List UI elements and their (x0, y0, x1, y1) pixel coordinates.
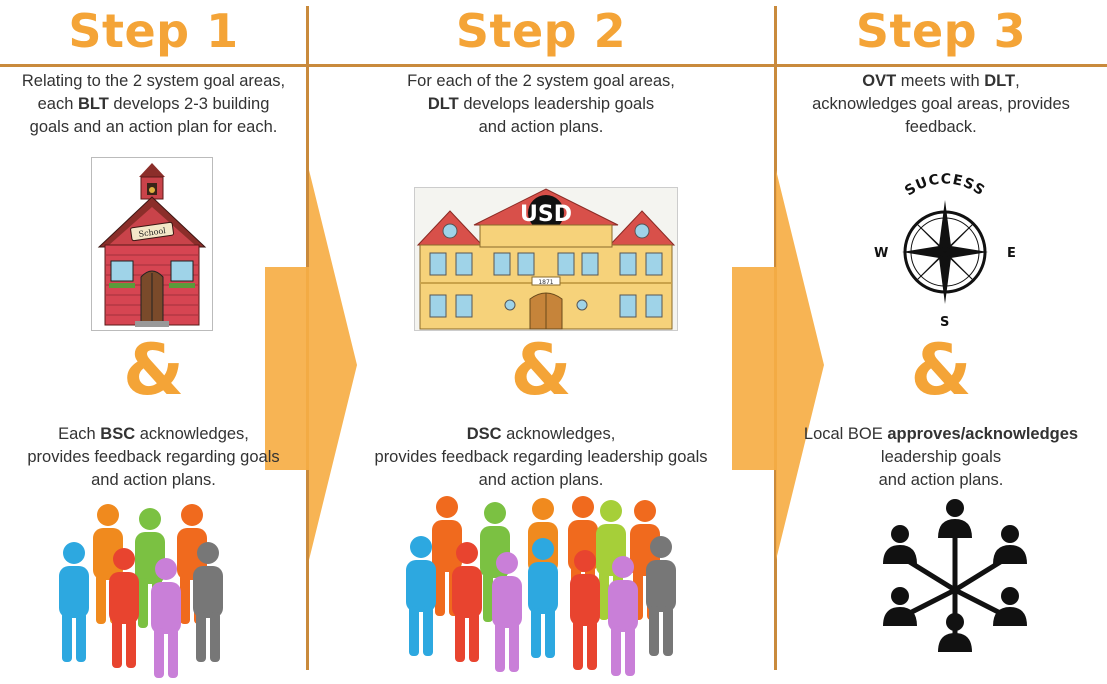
text-line: and action plans. (775, 469, 1107, 492)
text-line: DSC acknowledges, (307, 423, 775, 446)
text-segment: each (37, 95, 78, 113)
text-segment: provides feedback regarding leadership g… (374, 448, 708, 466)
text-line: goals and an action plan for each. (0, 116, 307, 139)
person-figure (109, 548, 139, 668)
text-line: leadership goals (775, 446, 1107, 469)
text-line: provides feedback regarding goals (0, 446, 307, 469)
text-segment: Relating to the 2 system goal areas, (21, 72, 286, 90)
text-line: and action plans. (307, 116, 775, 139)
school-sign-text: School (138, 226, 167, 239)
text-segment: Each (58, 425, 101, 443)
header-divider-2 (307, 64, 775, 67)
text-line: feedback. (775, 116, 1107, 139)
step-2-description: For each of the 2 system goal areas, DLT … (307, 70, 775, 139)
step-2-title: Step 2 (455, 4, 627, 58)
district-building-image: USD 1871 (414, 187, 678, 331)
network-person (993, 525, 1027, 564)
text-line: Each BSC acknowledges, (0, 423, 307, 446)
person-figure (193, 542, 223, 662)
text-segment: , (1015, 72, 1020, 90)
text-segment: and action plans. (91, 471, 216, 489)
flow-arrow-2 (732, 170, 824, 560)
person-figure (492, 552, 522, 672)
text-line: each BLT develops 2-3 building (0, 93, 307, 116)
text-segment: develops 2-3 building (108, 95, 270, 113)
school-house-image: School (91, 157, 213, 331)
bold-term: DLT (427, 95, 459, 113)
bold-term: BSC (100, 425, 136, 443)
people-group-1 (59, 504, 223, 678)
text-line: and action plans. (0, 469, 307, 492)
text-line: provides feedback regarding leadership g… (307, 446, 775, 469)
text-line: For each of the 2 system goal areas, (307, 70, 775, 93)
header-divider-3 (775, 64, 1107, 67)
header-divider-1 (0, 64, 307, 67)
ampersand-3: & (910, 329, 972, 411)
building-label: USD (520, 202, 572, 227)
person-figure (570, 550, 600, 670)
text-line: DLT develops leadership goals (307, 93, 775, 116)
network-person (938, 613, 972, 652)
text-segment: develops leadership goals (458, 95, 655, 113)
network-person (883, 525, 917, 564)
bold-term: approves/acknowledges (882, 425, 1079, 443)
person-figure (608, 556, 638, 676)
person-figure (59, 542, 89, 662)
building-year: 1871 (538, 279, 553, 286)
text-segment: and action plans. (878, 471, 1004, 489)
text-line: OVT meets with DLT, (775, 70, 1107, 93)
person-figure (452, 542, 482, 662)
step-1-description: Relating to the 2 system goal areas, each… (0, 70, 307, 139)
text-line: Relating to the 2 system goal areas, (0, 70, 307, 93)
compass-icon: SUCCESS W E S (874, 171, 1016, 330)
bold-term: OVT (862, 72, 897, 90)
person-figure (646, 536, 676, 656)
flow-arrow-1 (265, 170, 357, 560)
text-segment: feedback. (905, 118, 977, 136)
step-2-feedback-text: DSC acknowledges, provides feedback regar… (307, 423, 775, 492)
text-segment: meets with (896, 72, 985, 90)
text-segment: Local BOE (803, 425, 883, 443)
people-group-2 (406, 496, 676, 676)
text-segment: and action plans. (478, 471, 604, 489)
step-3-feedback-text: Local BOE approves/acknowledges leadershi… (775, 423, 1107, 492)
network-person (938, 499, 972, 538)
text-line: Local BOE approves/acknowledges (775, 423, 1107, 446)
step-1-title: Step 1 (68, 4, 239, 58)
person-figure (151, 558, 181, 678)
person-figure (406, 536, 436, 656)
step-1-feedback-text: Each BSC acknowledges, provides feedback … (0, 423, 307, 492)
text-segment: acknowledges goal areas, provides (812, 95, 1070, 113)
person-figure (528, 538, 558, 658)
ampersand-1: & (122, 329, 185, 411)
text-segment: leadership goals (880, 448, 1002, 466)
network-people-icon (883, 499, 1027, 652)
compass-s: S (940, 315, 949, 330)
text-segment: and action plans. (478, 118, 604, 136)
text-segment: goals and an action plan for each. (29, 118, 278, 136)
text-segment: provides feedback regarding goals (27, 448, 280, 466)
text-line: acknowledges goal areas, provides (775, 93, 1107, 116)
text-segment: For each of the 2 system goal areas, (407, 72, 675, 90)
ampersand-2: & (510, 329, 572, 411)
bold-term: DLT (984, 72, 1016, 90)
compass-success-label: SUCCESS (902, 171, 988, 199)
step-3-title: Step 3 (855, 4, 1027, 58)
step-3-description: OVT meets with DLT, acknowledges goal are… (775, 70, 1107, 139)
network-person (993, 587, 1027, 626)
compass-w: W (874, 246, 888, 261)
text-segment: acknowledges, (501, 425, 616, 443)
compass-e: E (1007, 246, 1016, 261)
text-line: and action plans. (307, 469, 775, 492)
network-person (883, 587, 917, 626)
text-segment: acknowledges, (135, 425, 249, 443)
bold-term: BLT (77, 95, 109, 113)
bold-term: DSC (466, 425, 502, 443)
